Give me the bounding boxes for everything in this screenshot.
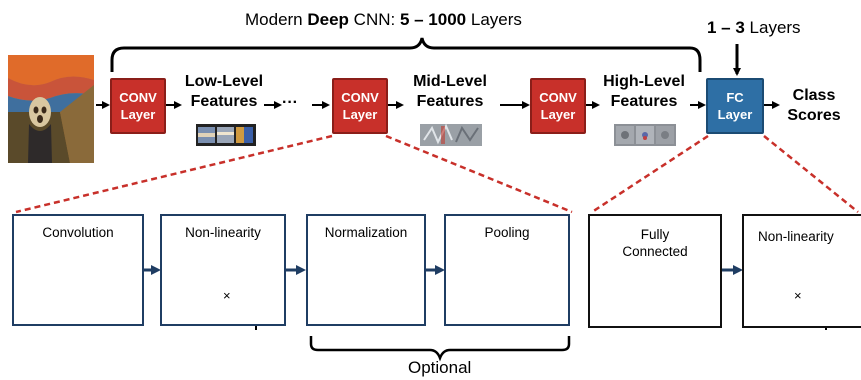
network-title: Modern Deep CNN: 5 – 1000 Layers [245, 10, 522, 30]
low-level-features-label: Low-Level Features [180, 72, 268, 112]
conv-layer-2-line1: CONV [341, 90, 379, 105]
class-scores-label: Class Scores [778, 86, 850, 126]
dashed-fc-left [591, 134, 709, 214]
top-brace [110, 37, 702, 72]
fc-count-suffix: Layers [744, 18, 801, 37]
fc-count-range: 1 – 3 [707, 18, 745, 37]
low-level-line1: Low-Level [184, 73, 264, 90]
high-level-feature-thumbnails [614, 124, 676, 146]
fully-connected-line2: Connected [622, 244, 688, 259]
conv-layer-3-line1: CONV [539, 90, 577, 105]
normalization-box: Normalization [306, 214, 426, 326]
low-level-line2: Features [190, 93, 258, 110]
fc-layer-line1: FC [726, 90, 744, 105]
mid-level-line1: Mid-Level [413, 73, 487, 90]
fc-layer-count: 1 – 3 Layers [707, 18, 801, 38]
title-suffix: Layers [466, 10, 522, 29]
title-middle: CNN: [348, 10, 400, 29]
conv-layer-1-line2: Layer [120, 107, 156, 122]
conv-layer-3: CONV Layer [530, 78, 586, 134]
nonlinearity-label: Non-linearity [185, 225, 261, 240]
class-scores-line2: Scores [787, 107, 841, 124]
high-level-line1: High-Level [603, 73, 685, 90]
conv-layer-1-line1: CONV [119, 90, 157, 105]
fully-connected-line1: Fully [640, 227, 670, 242]
title-deep: Deep [307, 10, 349, 29]
optional-label: Optional [408, 358, 472, 377]
nonlinearity-box: Non-linearity [160, 214, 286, 326]
class-scores-line1: Class [792, 87, 836, 104]
normalization-label: Normalization [324, 225, 408, 240]
conv-layer-1: CONV Layer [110, 78, 166, 134]
convolution-box: Convolution [12, 214, 144, 326]
fully-connected-label: Fully Connected [590, 226, 720, 260]
high-level-features-label: High-Level Features [598, 72, 690, 112]
high-level-line2: Features [610, 93, 678, 110]
title-prefix: Modern [245, 10, 308, 29]
pooling-label: Pooling [484, 225, 530, 240]
dashed-zoom-left [15, 134, 333, 214]
convolution-label: Convolution [42, 225, 114, 240]
conv-layer-3-line2: Layer [540, 107, 576, 122]
nonlinearity-times: × [223, 288, 231, 303]
mid-level-feature-thumbnails [420, 123, 482, 146]
optional-brace [309, 336, 571, 362]
low-level-feature-thumbnails [196, 124, 256, 146]
pooling-box: Pooling [444, 214, 570, 326]
fc-nonlinearity-label: Non-linearity [758, 229, 834, 244]
fc-layer: FC Layer [706, 78, 764, 134]
dashed-zoom-right [385, 134, 573, 214]
fully-connected-box: Fully Connected [588, 214, 722, 328]
conv-layer-2: CONV Layer [332, 78, 388, 134]
fc-nonlinearity-times: × [794, 288, 802, 303]
fc-nonlinearity-box: Non-linearity [742, 214, 861, 328]
dashed-fc-right [763, 135, 859, 213]
title-layer-range: 5 – 1000 [399, 10, 467, 29]
mid-level-features-label: Mid-Level Features [404, 72, 496, 112]
ellipsis: ··· [282, 94, 298, 111]
fc-layer-line2: Layer [717, 107, 753, 122]
conv-layer-2-line2: Layer [342, 107, 378, 122]
mid-level-line2: Features [416, 93, 484, 110]
input-image [8, 55, 94, 163]
